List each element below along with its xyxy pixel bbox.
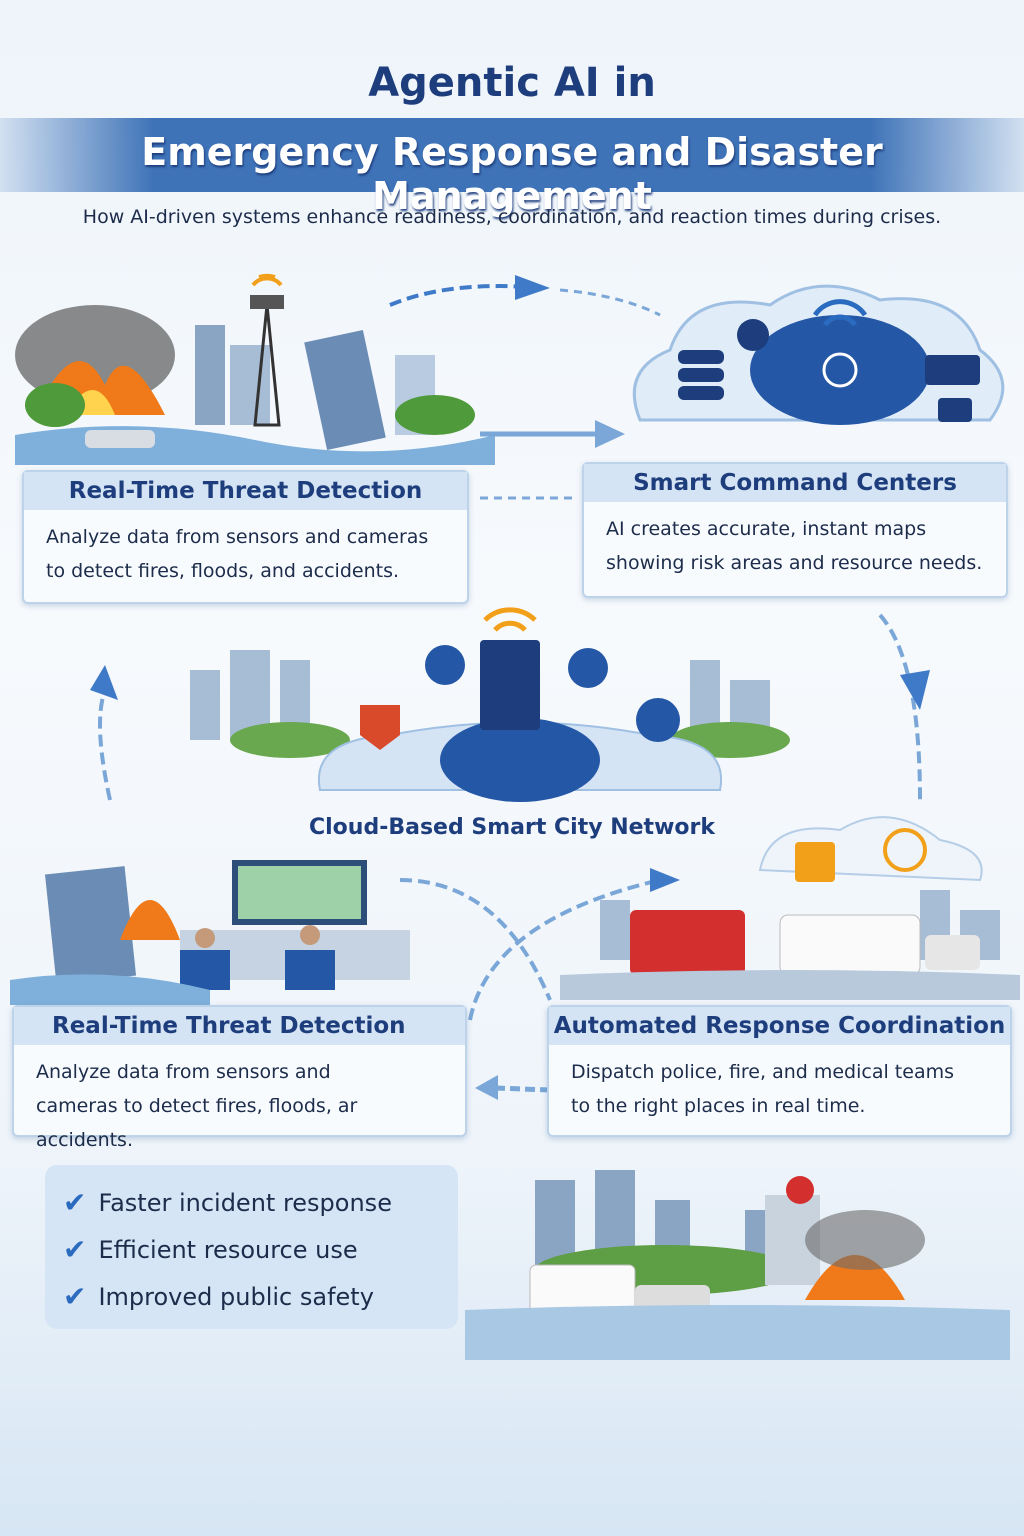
benefit-item: ✔ Faster incident response xyxy=(63,1179,440,1226)
title-banner xyxy=(0,118,1024,192)
card-title: Smart Command Centers xyxy=(584,464,1006,502)
checkmark-icon: ✔ xyxy=(63,1233,87,1266)
card-title: Real-Time Threat Detection xyxy=(24,472,467,510)
card-title: Real-Time Threat Detection xyxy=(14,1007,465,1045)
benefit-item: ✔ Improved public safety xyxy=(63,1273,440,1320)
server-icon xyxy=(480,640,540,730)
city-response-illustration xyxy=(465,1170,1010,1360)
brain-icon xyxy=(440,718,600,802)
benefits-list: ✔ Faster incident response ✔ Efficient res… xyxy=(45,1165,458,1329)
disaster-city-illustration xyxy=(15,273,495,465)
globe-icon xyxy=(568,648,608,688)
card-text: Analyze data from sensors and cameras xyxy=(46,526,429,548)
fire-icon xyxy=(120,900,180,940)
cloud-ai-illustration xyxy=(632,284,1005,425)
subtitle: How AI-driven systems enhance readiness,… xyxy=(82,206,942,228)
shield-star-icon xyxy=(360,705,400,750)
ambulance-icon xyxy=(779,914,921,976)
gear-icon xyxy=(737,319,769,351)
arrow-left-icon xyxy=(475,1075,498,1100)
thumbs-up-icon xyxy=(795,842,835,882)
database-icon xyxy=(678,350,724,400)
checkmark-icon: ✔ xyxy=(63,1186,87,1219)
heart-icon xyxy=(786,1176,814,1204)
card-automated-response: Automated Response Coordination Dispatch… xyxy=(547,1005,1012,1137)
checkmark-icon: ✔ xyxy=(63,1280,87,1313)
wifi-icon xyxy=(251,273,283,287)
fire-truck-icon xyxy=(630,910,745,975)
lightbulb-icon xyxy=(883,828,927,872)
brain-icon xyxy=(750,315,930,425)
card-text: Analyze data from sensors and xyxy=(36,1061,331,1083)
card-threat-detection-top: Real-Time Threat Detection Analyze data … xyxy=(22,470,469,604)
card-text: cameras to detect fires, floods, ar acci… xyxy=(36,1095,358,1151)
chat-bubble-icon xyxy=(636,698,680,742)
flow-arrows xyxy=(90,275,930,801)
card-text: to the right places in real time. xyxy=(571,1095,866,1117)
page-title-line2: Emergency Response and Disaster Manageme… xyxy=(141,130,883,218)
card-title: Automated Response Coordination xyxy=(549,1007,1010,1045)
benefit-text: Improved public safety xyxy=(98,1282,374,1311)
benefit-text: Efficient resource use xyxy=(98,1235,358,1264)
id-card-icon xyxy=(925,355,980,385)
network-label: Cloud-Based Smart City Network xyxy=(309,815,715,840)
wifi-icon xyxy=(483,607,537,632)
arrow-right-icon xyxy=(515,275,550,300)
card-text: Dispatch police, fire, and medical teams xyxy=(571,1061,954,1083)
flow-arrows-lower xyxy=(399,868,680,1100)
arrow-down-icon xyxy=(900,670,930,710)
benefit-text: Faster incident response xyxy=(98,1188,392,1217)
emergency-vehicles-illustration xyxy=(560,816,1020,1000)
arrow-right-icon xyxy=(650,868,680,892)
smart-city-network-illustration xyxy=(190,607,790,802)
card-text: to detect fires, floods, and accidents. xyxy=(46,560,400,582)
wifi-icon xyxy=(812,299,868,327)
card-smart-command-centers: Smart Command Centers AI creates accurat… xyxy=(582,462,1008,598)
sensor-tower-icon xyxy=(253,304,281,427)
card-text: AI creates accurate, instant maps xyxy=(606,518,927,540)
camera-icon xyxy=(938,398,972,422)
benefit-item: ✔ Efficient resource use xyxy=(63,1226,440,1273)
arrow-up-icon xyxy=(90,665,118,700)
user-icon xyxy=(425,645,465,685)
page-title-line1: Agentic AI in xyxy=(368,60,656,106)
card-text: showing risk areas and resource needs. xyxy=(606,552,983,574)
card-threat-detection-bottom: Real-Time Threat Detection Analyze data … xyxy=(12,1005,467,1151)
control-room-illustration xyxy=(10,860,410,1005)
arrow-right-icon xyxy=(595,420,625,448)
